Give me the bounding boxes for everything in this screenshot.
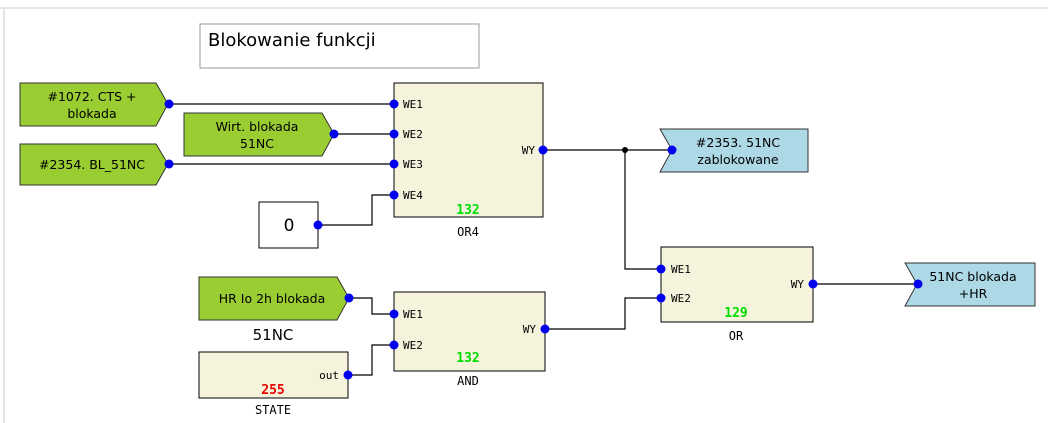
or4-pin-we4: WE4 xyxy=(403,189,423,202)
or4-pin-wy: WY xyxy=(522,144,536,157)
pin-dot[interactable] xyxy=(329,129,339,139)
hr-caption: 51NC xyxy=(253,326,294,344)
or4-name: OR4 xyxy=(457,225,479,239)
wire-junction-dot xyxy=(622,147,628,153)
pin-dot[interactable] xyxy=(913,279,923,289)
diagram-title: Blokowanie funkcji xyxy=(208,30,376,51)
block-state[interactable]: out 255 xyxy=(198,351,353,399)
and-number: 132 xyxy=(456,351,479,366)
and-pin-we2: WE2 xyxy=(403,339,423,352)
input-cts-label-2: blokada xyxy=(67,106,116,121)
wire-junction-or-we1 xyxy=(624,150,661,270)
or-pin-we2: WE2 xyxy=(671,292,691,305)
pin-dot[interactable] xyxy=(164,159,174,169)
pin-dot[interactable] xyxy=(389,129,399,139)
output-zablok-label-2: zablokowane xyxy=(697,152,779,167)
pin-dot[interactable] xyxy=(389,309,399,319)
input-wirt-label-2: 51NC xyxy=(240,136,274,151)
input-hr-io-2h[interactable]: HR Io 2h blokada xyxy=(198,276,354,321)
pin-dot[interactable] xyxy=(313,220,323,230)
output-hr-label-1: 51NC blokada xyxy=(929,269,1016,284)
input-wirt-label-1: Wirt. blokada xyxy=(216,119,299,134)
input-cts-label-1: #1072. CTS + xyxy=(48,89,137,104)
wires xyxy=(169,103,918,376)
wire-and-or-we2 xyxy=(545,297,661,330)
wire-const-we4 xyxy=(318,194,394,226)
output-51nc-blokada-hr[interactable]: 51NC blokada +HR xyxy=(904,262,1036,307)
input-wirt-blokada[interactable]: Wirt. blokada 51NC xyxy=(183,112,339,157)
block-or4[interactable]: WE1 WE2 WE3 WE4 WY 132 xyxy=(389,82,548,218)
output-51nc-zablokowane[interactable]: #2353. 51NC zablokowane xyxy=(659,128,809,173)
constant-zero[interactable]: 0 xyxy=(258,201,323,249)
constant-zero-value: 0 xyxy=(284,216,295,236)
pin-dot[interactable] xyxy=(389,99,399,109)
pin-dot[interactable] xyxy=(656,293,666,303)
pin-dot[interactable] xyxy=(344,293,354,303)
or4-pin-we2: WE2 xyxy=(403,128,423,141)
output-zablok-label-1: #2353. 51NC xyxy=(696,135,780,150)
block-and[interactable]: WE1 WE2 WY 132 xyxy=(389,291,550,372)
pin-dot[interactable] xyxy=(540,324,550,334)
input-bl51nc-label: #2354. BL_51NC xyxy=(39,157,145,172)
or4-number: 132 xyxy=(456,203,479,218)
pin-dot[interactable] xyxy=(389,159,399,169)
pin-dot[interactable] xyxy=(343,370,353,380)
output-hr-label-2: +HR xyxy=(959,286,988,301)
state-name: STATE xyxy=(255,403,291,417)
diagram-title-box: Blokowanie funkcji xyxy=(199,23,480,69)
block-or[interactable]: WE1 WE2 WY 129 xyxy=(656,246,818,323)
or-pin-we1: WE1 xyxy=(671,263,691,276)
and-pin-wy: WY xyxy=(523,323,537,336)
or-pin-wy: WY xyxy=(791,278,805,291)
pin-dot[interactable] xyxy=(389,190,399,200)
state-number: 255 xyxy=(261,383,284,398)
wire-state-and-we2 xyxy=(348,344,394,376)
input-bl-51nc[interactable]: #2354. BL_51NC xyxy=(19,143,174,186)
and-pin-we1: WE1 xyxy=(403,308,423,321)
or-name: OR xyxy=(729,329,744,343)
pin-dot[interactable] xyxy=(389,340,399,350)
or-number: 129 xyxy=(724,306,747,321)
pin-dot[interactable] xyxy=(164,99,174,109)
wire-hr-and-we1 xyxy=(349,297,394,315)
or4-pin-we3: WE3 xyxy=(403,158,423,171)
input-cts-blokada[interactable]: #1072. CTS + blokada xyxy=(19,82,174,127)
and-name: AND xyxy=(457,374,479,388)
or4-pin-we1: WE1 xyxy=(403,98,423,111)
pin-dot[interactable] xyxy=(656,264,666,274)
pin-dot[interactable] xyxy=(538,145,548,155)
pin-dot[interactable] xyxy=(808,279,818,289)
pin-dot[interactable] xyxy=(667,145,677,155)
input-hr-label: HR Io 2h blokada xyxy=(219,291,326,306)
state-pin-out: out xyxy=(319,369,339,382)
